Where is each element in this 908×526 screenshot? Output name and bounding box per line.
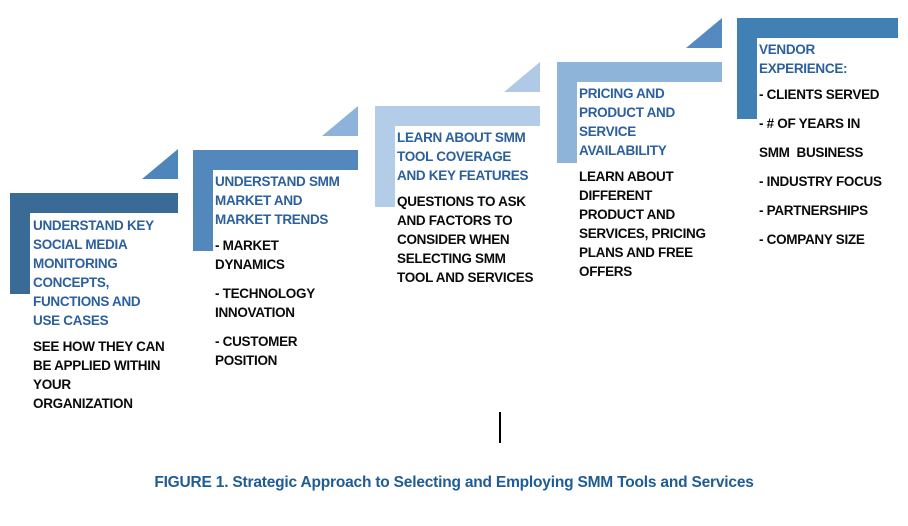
step-1-bar-vertical [10, 193, 30, 294]
step-1-text-block: UNDERSTAND KEY SOCIAL MEDIA MONITORING C… [33, 216, 195, 423]
text-cursor [499, 412, 501, 443]
step-3-bar-vertical [375, 106, 395, 207]
step-5-bar-vertical [737, 18, 757, 119]
step-3-triangle-icon [504, 62, 540, 92]
step-5-bullet: - # OF YEARS IN [759, 116, 861, 131]
step-3-body: QUESTIONS TO ASK AND FACTORS TO CONSIDER… [397, 194, 534, 285]
step-2-title: UNDERSTAND SMM MARKET AND MARKET TRENDS [215, 174, 340, 227]
figure-caption: FIGURE 1. Strategic Approach to Selectin… [154, 474, 754, 491]
step-4-body: LEARN ABOUT DIFFERENT PRODUCT AND SERVIC… [579, 169, 706, 279]
step-1-title: UNDERSTAND KEY SOCIAL MEDIA MONITORING C… [33, 218, 154, 328]
step-5-bullet: - INDUSTRY FOCUS [759, 174, 882, 189]
step-3-bar-horizontal [375, 106, 540, 126]
step-2-text-block: UNDERSTAND SMM MARKET AND MARKET TRENDS … [215, 172, 377, 380]
step-3-title: LEARN ABOUT SMM TOOL COVERAGE AND KEY FE… [397, 130, 529, 183]
step-2-bar-vertical [193, 150, 213, 251]
step-3-text-block: LEARN ABOUT SMM TOOL COVERAGE AND KEY FE… [397, 128, 559, 297]
step-2-triangle-icon [322, 106, 358, 136]
step-2-bullet: - MARKET DYNAMICS [215, 238, 285, 272]
step-2-bar-horizontal [193, 150, 358, 170]
step-4-bar-vertical [557, 62, 577, 163]
step-4-triangle-icon [686, 18, 722, 48]
step-5-bullet: - CLIENTS SERVED [759, 87, 880, 102]
step-4-text-block: PRICING AND PRODUCT AND SERVICE AVAILABI… [579, 84, 741, 291]
step-4-title: PRICING AND PRODUCT AND SERVICE AVAILABI… [579, 86, 675, 158]
step-5-text-block: VENDOR EXPERIENCE: - CLIENTS SERVED - # … [759, 40, 908, 259]
step-5-bullet: - PARTNERSHIPS [759, 203, 868, 218]
step-5-bullet: SMM BUSINESS [759, 145, 864, 160]
step-1-bar-horizontal [10, 193, 178, 213]
step-1-triangle-icon [142, 149, 178, 179]
step-2-bullet: - TECHNOLOGY INNOVATION [215, 286, 315, 320]
step-1-body: SEE HOW THEY CAN BE APPLIED WITHIN YOUR … [33, 339, 165, 411]
step-4-bar-horizontal [557, 62, 722, 82]
step-5-bar-horizontal [737, 18, 898, 38]
step-5-bullet: - COMPANY SIZE [759, 232, 865, 247]
step-5-title: VENDOR EXPERIENCE: [759, 42, 848, 76]
step-2-bullet: - CUSTOMER POSITION [215, 334, 298, 368]
